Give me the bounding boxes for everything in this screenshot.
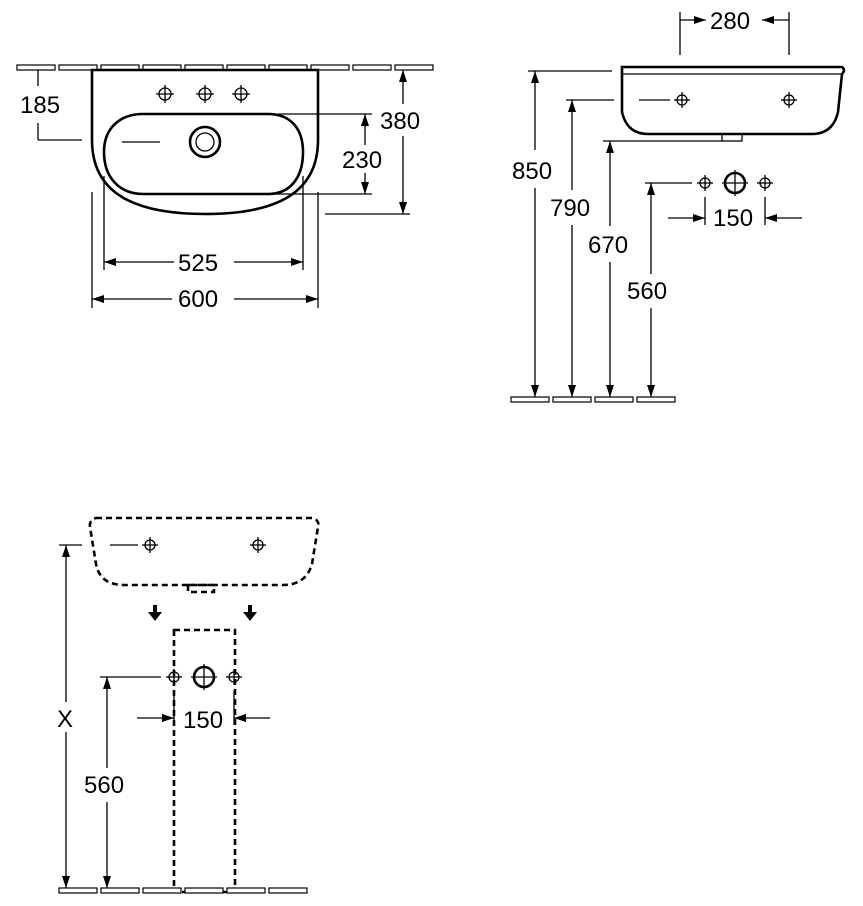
tap-hole-left-icon [156, 85, 174, 103]
supply-hole-left-icon [697, 175, 713, 191]
trap-outlet [721, 133, 743, 142]
dimension-pedestal-supply-spacing: 150 [137, 691, 270, 734]
fixing-hole-right-icon [781, 92, 797, 108]
floor-tiles-side [510, 396, 676, 403]
fixing-hole-left-icon [674, 92, 690, 108]
pedestal-drain-icon [191, 664, 217, 690]
drain-pipe-icon [722, 170, 748, 196]
dim-600-label: 600 [178, 286, 218, 313]
dimension-variable-height: X [57, 544, 82, 888]
supply-hole-right-icon [757, 175, 773, 191]
dimension-bowl-width: 525 [103, 176, 304, 277]
floor-tiles-pedestal [58, 887, 308, 894]
basin-dashed-outline [88, 516, 320, 587]
dim-150-pedestal-label: 150 [183, 707, 223, 734]
dimension-trap-height: 670 [588, 140, 722, 397]
dimension-tap-hole-height: 185 [20, 70, 82, 141]
dimension-rim-height: 850 [512, 70, 612, 397]
basin-side-outline [620, 65, 846, 136]
wall-tiles-top-left [16, 64, 434, 71]
dim-185-label: 185 [20, 92, 60, 119]
basin-hole-left-icon [142, 537, 158, 553]
dim-230-label: 230 [342, 147, 382, 174]
tap-hole-right-icon [232, 85, 250, 103]
dimension-total-depth: 380 [325, 70, 420, 215]
dimension-total-width: 600 [91, 192, 319, 313]
dim-790-label: 790 [550, 195, 590, 222]
dimension-bowl-depth: 230 [270, 113, 382, 195]
dim-150-side-label: 150 [713, 205, 753, 232]
side-view: 280 150 [510, 8, 846, 403]
dimension-rear-width: 280 [679, 8, 790, 55]
pedestal-supply-left-icon [166, 669, 182, 685]
dimension-hole-height: 790 [550, 99, 614, 397]
pedestal-view: 150 X 560 [57, 516, 320, 894]
dimension-supply-spacing: 150 [668, 197, 802, 232]
basin-outline [90, 68, 320, 216]
dim-560-pedestal-label: 560 [84, 772, 124, 799]
down-arrow-left-icon [148, 605, 162, 621]
tap-hole-icon [196, 85, 214, 103]
dimension-pedestal-supply-height: 560 [84, 676, 161, 888]
basin-dashed-trap [186, 583, 216, 594]
basin-hole-right-icon [250, 537, 266, 553]
dim-850-label: 850 [512, 158, 552, 185]
front-view: 185 230 380 525 [16, 64, 434, 313]
dim-670-label: 670 [588, 232, 628, 259]
dim-380-label: 380 [380, 108, 420, 135]
dim-280-label: 280 [710, 8, 750, 35]
dim-525-label: 525 [178, 250, 218, 277]
drain-icon [188, 125, 222, 159]
down-arrow-right-icon [243, 605, 257, 621]
basin-bowl [102, 112, 305, 196]
dimension-supply-height: 560 [627, 182, 692, 397]
dim-x-label: X [57, 706, 73, 733]
pedestal-supply-right-icon [226, 669, 242, 685]
dim-560-side-label: 560 [627, 278, 667, 305]
